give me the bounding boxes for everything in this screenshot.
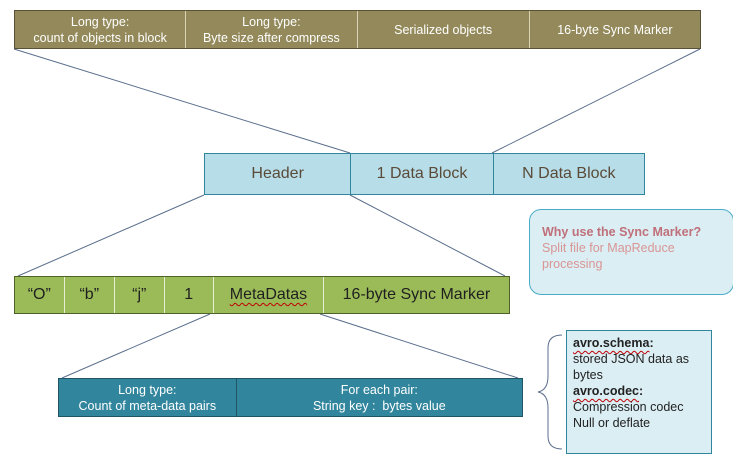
field-line1: Long type: (70, 14, 130, 29)
connector-top-right (491, 48, 701, 154)
field-line2: Byte size after compress (202, 30, 340, 45)
colon: : (649, 336, 654, 350)
data-block-fields: Long type: count of objects in block Lon… (14, 10, 701, 49)
header-magic-j: “j” (115, 277, 165, 313)
field-object-count: Long type: count of objects in block (15, 11, 187, 48)
header-label: 16-byte Sync Marker (342, 286, 491, 303)
metadata-fields: Long type: Count of meta-data pairs For … (58, 378, 523, 417)
field-sync-marker: 16-byte Sync Marker (530, 11, 700, 48)
avro-schema-key-text: avro.schema (573, 336, 650, 350)
connector-meta-right (319, 313, 519, 379)
avro-codec-key: avro.codec: (573, 383, 705, 399)
callout-question: Why use the Sync Marker? (542, 225, 702, 239)
metadata-pairs: For each pair: String key : bytes value (237, 379, 522, 416)
connector-meta-left (61, 313, 211, 379)
header-label: “j” (132, 286, 147, 303)
sync-marker-callout: Why use the Sync Marker? Split file for … (529, 209, 733, 295)
metadata-line2: Count of meta-data pairs (78, 398, 217, 413)
header-magic-b: “b” (65, 277, 115, 313)
metadata-line1: Long type: (118, 382, 177, 397)
avro-schema-desc-2: bytes (573, 368, 603, 382)
field-label: 16-byte Sync Marker (557, 22, 673, 37)
metadata-line2: String key : bytes value (312, 398, 446, 413)
header-version: 1 (165, 277, 214, 313)
callout-answer: Split file for MapReduce processing (542, 240, 723, 272)
avro-codec-desc-2: Null or deflate (573, 416, 651, 430)
brace-icon (537, 334, 563, 450)
header-label: 1 (184, 286, 194, 303)
header-label: “b” (79, 286, 100, 303)
avro-schema-desc: stored JSON data as (573, 352, 690, 366)
metadata-line1: For each pair: (340, 382, 418, 397)
connector-header-right (349, 194, 506, 277)
connector-top-left (13, 48, 351, 154)
layout-data-block: 1 Data Block (351, 154, 494, 194)
colon: : (639, 384, 644, 398)
avro-codec-desc: Compression codec (573, 400, 684, 414)
callout-answer-line1: Split file for MapReduce (542, 240, 723, 256)
avro-metadata-notes: avro.schema: stored JSON data as bytes a… (566, 330, 712, 454)
field-serialized-objects: Serialized objects (358, 11, 530, 48)
layout-label: N Data Block (522, 165, 616, 182)
layout-label: 1 Data Block (376, 165, 468, 182)
file-layout: Header 1 Data Block N Data Block (204, 153, 645, 195)
header-label: “O” (27, 286, 51, 303)
connector-header-left (17, 194, 205, 277)
callout-answer-text: Split file for MapReduce (542, 241, 675, 255)
field-byte-size: Long type: Byte size after compress (186, 11, 358, 48)
avro-schema-key: avro.schema: (573, 335, 705, 351)
header-magic-o: “O” (15, 277, 65, 313)
header-fields: “O” “b” “j” 1 MetaDatas 16-byte Sync Mar… (14, 276, 510, 314)
field-line2: count of objects in block (33, 30, 167, 45)
field-label: Serialized objects (394, 22, 493, 37)
avro-codec-key-text: avro.codec (573, 384, 640, 398)
layout-label: Header (251, 165, 304, 182)
field-line1: Long type: (242, 14, 301, 29)
metadata-pair-count: Long type: Count of meta-data pairs (59, 379, 237, 416)
header-metadatas: MetaDatas (214, 277, 324, 313)
callout-answer-line2: processing (542, 257, 603, 271)
header-sync-marker: 16-byte Sync Marker (324, 277, 509, 313)
header-label: MetaDatas (229, 286, 308, 303)
layout-n-data-block: N Data Block (494, 154, 644, 194)
layout-header: Header (205, 154, 352, 194)
